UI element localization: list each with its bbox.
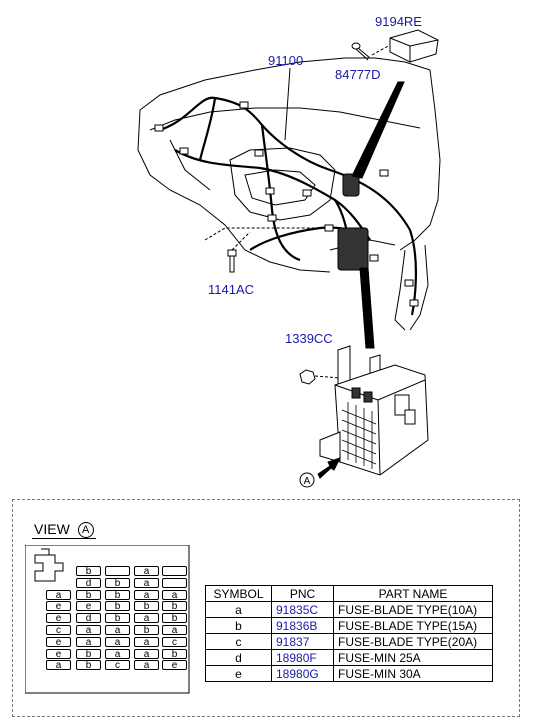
fuse-slot: b — [76, 589, 101, 600]
fuse-slot: c — [46, 625, 71, 636]
fusebox-leader — [359, 267, 375, 349]
row-symbol: a — [205, 601, 272, 618]
row-pnc-link[interactable]: 91835C — [271, 601, 334, 618]
fuse-slot: c — [105, 660, 130, 671]
fuse-slot: a — [162, 625, 187, 636]
callout-screw[interactable]: 84777D — [335, 67, 381, 82]
fuse-slot: a — [76, 625, 101, 636]
table-header-row: SYMBOL PNC PART NAME — [205, 585, 493, 602]
fuse-slot: a — [105, 648, 130, 659]
view-arrow — [299, 457, 341, 488]
view-a-panel — [12, 499, 520, 717]
fuse-slot — [105, 566, 130, 576]
table-row: e 18980G FUSE-MIN 30A — [205, 665, 493, 682]
fuse-slot: a — [134, 660, 159, 671]
fuse-slot: a — [105, 636, 130, 647]
view-title-text: VIEW — [34, 521, 70, 537]
fuse-slot: b — [105, 613, 130, 624]
header-pnc: PNC — [271, 585, 334, 602]
fuse-slot: a — [162, 589, 187, 600]
bolt-1141AC — [204, 227, 320, 273]
fuse-junction-box — [319, 345, 429, 476]
fuse-slot: e — [46, 601, 71, 612]
callout-relay[interactable]: 9194RE — [375, 14, 422, 29]
row-part-name: FUSE-BLADE TYPE(20A) — [333, 633, 493, 650]
row-symbol: e — [205, 665, 272, 682]
dash-junction-block — [337, 173, 369, 271]
row-symbol: c — [205, 633, 272, 650]
header-part-name: PART NAME — [333, 585, 493, 602]
view-arrow-label: A — [304, 476, 311, 487]
view-title-underline — [32, 538, 96, 539]
fuse-slot: b — [105, 577, 130, 588]
relay-9194RE — [389, 29, 439, 63]
fuse-slot: a — [134, 589, 159, 600]
fuse-slot: e — [46, 636, 71, 647]
fuse-slot: b — [162, 648, 187, 659]
fuse-slot: a — [134, 636, 159, 647]
fuse-parts-table: SYMBOL PNC PART NAME a 91835C FUSE-BLADE… — [205, 585, 493, 682]
fuse-slot: b — [134, 601, 159, 612]
wiring-harness-diagram: A — [137, 29, 441, 488]
fuse-slot: b — [76, 660, 101, 671]
callout-bolt[interactable]: 1141AC — [208, 282, 255, 297]
row-part-name: FUSE-BLADE TYPE(15A) — [333, 617, 493, 634]
table-row: b 91836B FUSE-BLADE TYPE(15A) — [205, 617, 493, 634]
callout-nut[interactable]: 1339CC — [285, 331, 333, 346]
nut-1339CC — [299, 369, 341, 385]
relay-leader — [351, 81, 405, 179]
row-symbol: d — [205, 649, 272, 666]
fuse-slot: a — [134, 566, 159, 577]
row-part-name: FUSE-MIN 25A — [333, 649, 493, 666]
row-pnc-link[interactable]: 18980G — [271, 665, 334, 682]
view-title: VIEW A — [34, 521, 94, 539]
fuse-slot: e — [46, 613, 71, 624]
fuse-slot: a — [46, 589, 71, 600]
wire-harness — [159, 96, 417, 316]
fuse-slot: b — [134, 625, 159, 636]
fuse-slot: e — [162, 660, 187, 671]
fuse-slot: b — [76, 648, 101, 659]
row-pnc-link[interactable]: 91836B — [271, 617, 334, 634]
view-marker: A — [77, 522, 94, 539]
row-part-name: FUSE-BLADE TYPE(10A) — [333, 601, 493, 618]
fuse-slot: b — [105, 589, 130, 600]
callout-harness[interactable]: 91100 — [268, 53, 304, 68]
table-row: c 91837 FUSE-BLADE TYPE(20A) — [205, 633, 493, 650]
fuse-slot — [162, 577, 187, 588]
row-pnc-link[interactable]: 18980F — [271, 649, 334, 666]
connector-clips — [154, 101, 419, 307]
fuse-slot: b — [76, 566, 101, 577]
fuse-slot: a — [134, 577, 159, 588]
fuse-slot: a — [134, 648, 159, 659]
fuse-slot — [162, 566, 187, 576]
fuse-slot: b — [105, 601, 130, 612]
row-part-name: FUSE-MIN 30A — [333, 665, 493, 682]
fuse-slot: b — [162, 613, 187, 624]
fuse-slot: e — [46, 648, 71, 659]
fuse-slot: a — [76, 636, 101, 647]
table-row: a 91835C FUSE-BLADE TYPE(10A) — [205, 601, 493, 618]
screw-84777D — [351, 42, 391, 61]
fuse-slot: e — [76, 601, 101, 612]
fuse-slot: b — [162, 601, 187, 612]
fuse-slot: a — [105, 625, 130, 636]
fuse-layout-outline — [25, 545, 190, 694]
fuse-slot: a — [46, 660, 71, 671]
row-symbol: b — [205, 617, 272, 634]
header-symbol: SYMBOL — [205, 585, 272, 602]
fuse-slot: d — [76, 577, 101, 588]
row-pnc-link[interactable]: 91837 — [271, 633, 334, 650]
fuse-slot: d — [76, 613, 101, 624]
fuse-slot: c — [162, 636, 187, 647]
harness-leader — [284, 67, 291, 141]
fuse-slot: a — [134, 613, 159, 624]
table-row: d 18980F FUSE-MIN 25A — [205, 649, 493, 666]
